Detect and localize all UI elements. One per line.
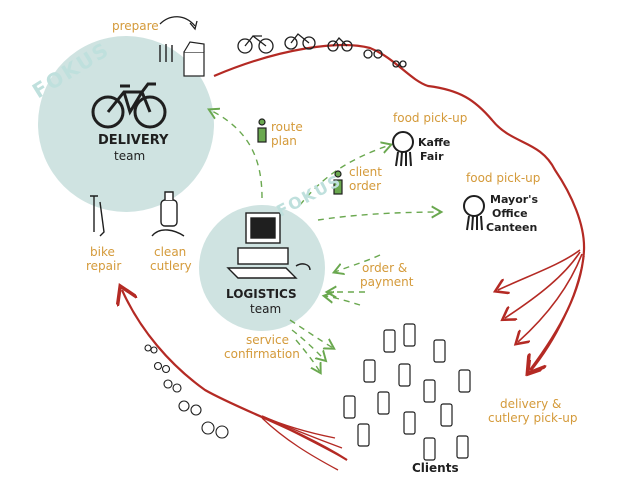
kaffe-fair-logo-icon [392,131,414,167]
delivery-route-red-arrow [213,43,586,370]
prepare-arrow [159,16,196,27]
bike-tools-icon [90,195,105,237]
logistics-team-title: LOGISTICS [226,287,297,301]
client-order-pin-icon [333,170,343,195]
client-order-label-line2: order [349,179,381,193]
delivery-pickup-label-line2: cutlery pick-up [488,411,578,425]
client-devices-icon [343,323,471,461]
delivery-team-circle [38,36,214,212]
return-bicycles-icon [144,344,229,439]
computer-icon [226,212,311,279]
return-red-arrow [122,290,348,461]
service-confirmation-label-line1: service [246,333,289,347]
clients-label: Clients [412,461,459,475]
delivery-team-title: DELIVERY [98,133,169,148]
cutlery-cleaning-icon [151,191,185,237]
bike-repair-label-line2: repair [86,259,122,273]
clean-cutlery-label-line2: cutlery [150,259,192,273]
route-plan-pin-icon [257,118,267,143]
clean-cutlery-label-line1: clean [154,245,187,259]
food-bag-icon [183,41,205,77]
route-plan-label-line1: route [271,120,303,134]
mayors-canteen-name-line1: Mayor's [490,193,539,206]
kaffe-fair-name-line1: Kaffe [418,136,451,149]
utensils-icon [159,44,173,62]
prepare-label: prepare [112,19,159,33]
logistics-team-subtitle: team [250,302,282,316]
return-feather-lines [261,415,348,471]
delivery-bicycle-icon [91,82,167,129]
route-plan-label-line2: plan [271,134,297,148]
order-payment-label-line1: order & [362,261,408,275]
bicycles-row-icon [237,33,407,68]
service-confirmation-label-line2: confirmation [224,347,300,361]
delivery-pickup-label-line1: delivery & [500,397,562,411]
mayors-canteen-name-line3: Canteen [486,221,538,234]
mayors-canteen-name-line2: Office [492,207,528,220]
mayors-canteen-logo-icon [463,195,485,231]
food-pickup-label-canteen: food pick-up [466,171,541,185]
delivery-fan-arrows [498,249,585,372]
client-order-label-line1: client [349,165,382,179]
order-payment-label-line2: payment [360,275,414,289]
kaffe-fair-name-line2: Fair [420,150,444,163]
bike-repair-label-line1: bike [90,245,115,259]
delivery-team-subtitle: team [114,149,146,163]
food-pickup-label-kaffe: food pick-up [393,111,468,125]
